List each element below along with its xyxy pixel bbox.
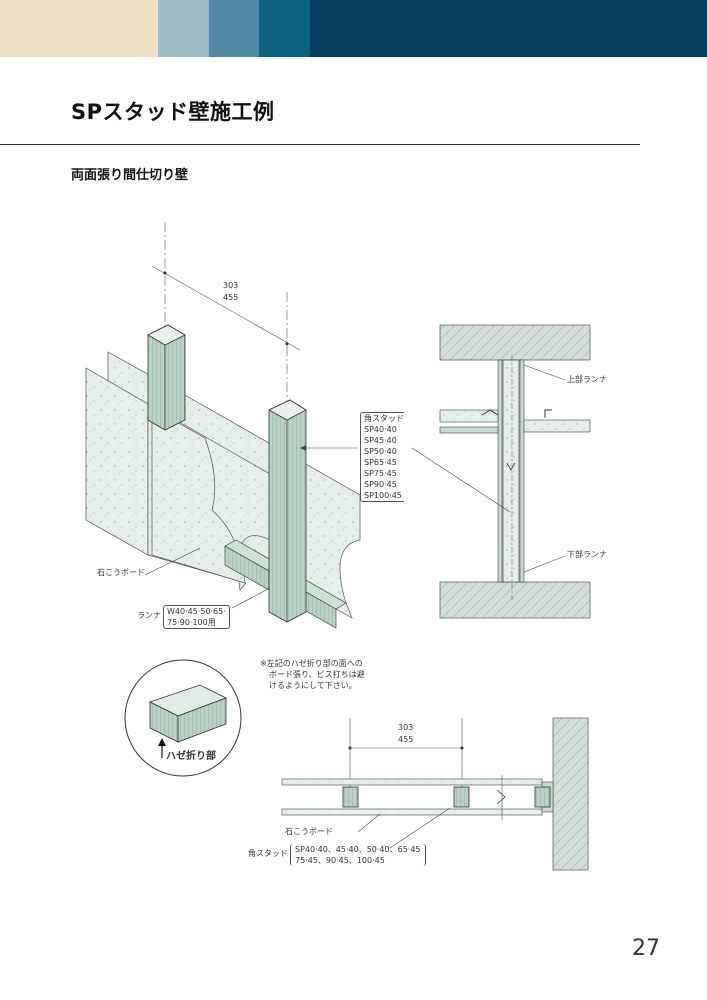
plan-stud-size-1: SP40·40、45·40、50·40、65·45: [295, 845, 421, 854]
stud-label: 角スタッド: [364, 414, 404, 423]
iso-wall-drawing: [85, 222, 361, 629]
stud-size: SP45·40: [364, 436, 397, 445]
iso-spacing-top: 303: [223, 281, 239, 290]
stud-size-list: 角スタッド SP40·40 SP45·40 SP50·40 SP65·45 SP…: [360, 412, 404, 502]
stud-size: SP75·45: [364, 469, 397, 478]
stud-size: SP65·45: [364, 458, 397, 467]
iso-spacing-bottom: 455: [223, 293, 239, 302]
note-line-2: ボード張り、ビス打ちは避: [269, 670, 365, 679]
title-rule: [0, 144, 640, 145]
stud-size: SP100·45: [364, 491, 402, 500]
plan-spacing-bottom: 455: [398, 735, 414, 744]
header-band-2: [158, 0, 209, 57]
header-band-1: [0, 0, 158, 57]
note-line-3: けるようにして下さい。: [269, 681, 357, 690]
plan-stud-size-list: SP40·40、45·40、50·40、65·45 75·45、90·45、10…: [290, 844, 426, 866]
fold-detail-drawing: [124, 659, 242, 777]
detail-note: ※左記のハゼ折り部の面への ボード張り、ビス打ちは避 けるようにして下さい。: [260, 658, 365, 691]
lower-runner-label: 下部ランナ: [567, 550, 607, 559]
runner-size-2: 75·90·100用: [167, 618, 216, 627]
page-title: SPスタッド壁施工例: [71, 100, 275, 124]
plan-drawing: [281, 717, 589, 871]
section-drawing: [411, 324, 591, 619]
plan-stud-size-2: 75·45、90·45、100·45: [295, 856, 385, 865]
section-subtitle: 両面張り間仕切り壁: [71, 168, 189, 183]
note-line-1: ※左記のハゼ折り部の面への: [260, 659, 363, 668]
stud-size: SP90·45: [364, 480, 397, 489]
stud-size: SP40·40: [364, 425, 397, 434]
page-number: 27: [632, 936, 660, 961]
plan-board-label: 石こうボード: [285, 827, 333, 836]
runner-size-list: W40·45·50·65· 75·90·100用: [163, 605, 230, 629]
fold-label: ハゼ折り部: [166, 751, 216, 762]
header-band-3: [209, 0, 259, 57]
plan-stud-label: 角スタッド: [248, 849, 288, 858]
stud-size: SP50·40: [364, 447, 397, 456]
board-label: 石こうボード: [97, 568, 145, 577]
header-band-4: [259, 0, 310, 57]
header-band-5: [310, 0, 707, 57]
plan-spacing-top: 303: [398, 723, 414, 732]
upper-runner-label: 上部ランナ: [567, 375, 607, 384]
runner-size-1: W40·45·50·65·: [167, 607, 226, 616]
runner-label: ランナ: [137, 611, 161, 620]
